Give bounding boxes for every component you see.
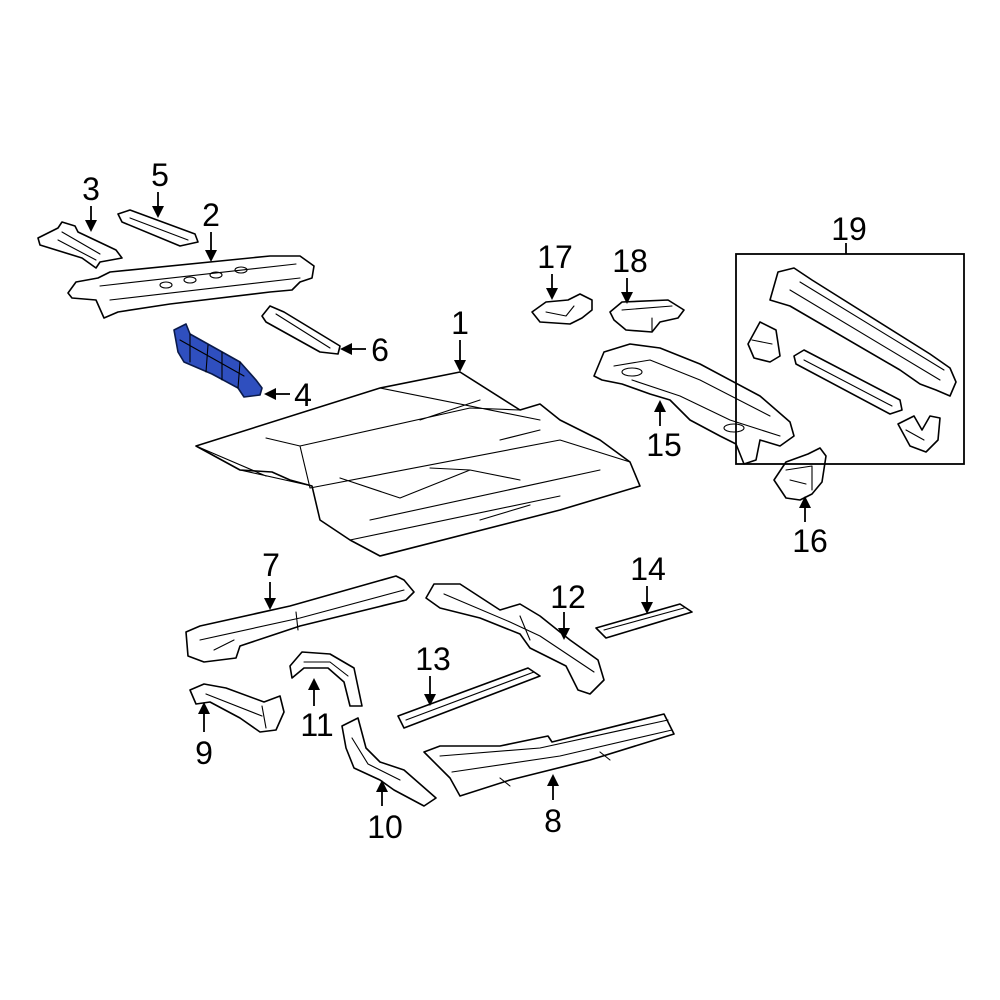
callout-12: 12	[550, 579, 586, 615]
part-1-floor-pan[interactable]	[195, 371, 641, 557]
part-15[interactable]	[593, 343, 795, 465]
part-4-highlighted[interactable]	[173, 323, 263, 398]
part-11[interactable]	[289, 651, 363, 707]
part-6[interactable]	[261, 305, 341, 355]
part-17[interactable]	[531, 293, 593, 325]
callout-3: 3	[82, 171, 100, 207]
callout-2: 2	[202, 197, 220, 233]
part-5[interactable]	[117, 209, 199, 247]
part-19-rail[interactable]	[793, 349, 903, 415]
callout-8: 8	[544, 803, 562, 839]
part-12[interactable]	[425, 583, 605, 695]
callout-5: 5	[151, 157, 169, 193]
part-4-body	[173, 323, 263, 398]
part-2[interactable]	[67, 255, 315, 319]
callout-18: 18	[612, 243, 648, 279]
part-3[interactable]	[37, 221, 123, 269]
callout-14: 14	[630, 551, 666, 587]
part-9[interactable]	[189, 683, 285, 733]
callout-6: 6	[371, 332, 389, 368]
part-7[interactable]	[185, 575, 415, 663]
callout-16: 16	[792, 523, 828, 559]
callout-4: 4	[294, 377, 312, 413]
part-18[interactable]	[609, 299, 685, 333]
part-10[interactable]	[341, 717, 437, 807]
part-19-group-box	[735, 253, 965, 465]
callout-10: 10	[367, 809, 403, 845]
callout-17: 17	[537, 239, 573, 275]
part-19-reinforcement-main[interactable]	[769, 267, 957, 397]
callout-11: 11	[300, 707, 333, 743]
leader-lines	[85, 192, 847, 806]
callout-9: 9	[195, 735, 213, 771]
part-19-bracket-right[interactable]	[897, 415, 941, 453]
part-19-bracket-left[interactable]	[747, 321, 781, 363]
callout-15: 15	[646, 427, 682, 463]
part-8[interactable]	[423, 713, 675, 797]
part-14[interactable]	[595, 603, 693, 639]
part-13[interactable]	[397, 667, 541, 729]
part-16[interactable]	[773, 447, 827, 501]
callout-19: 19	[831, 211, 867, 247]
callout-1: 1	[451, 305, 469, 341]
callout-13: 13	[415, 641, 451, 677]
callout-labels: 1 2 3 4 5 6 7 8 9 10 11 12 13 14 15 16 1…	[82, 157, 867, 845]
callout-7: 7	[262, 547, 280, 583]
